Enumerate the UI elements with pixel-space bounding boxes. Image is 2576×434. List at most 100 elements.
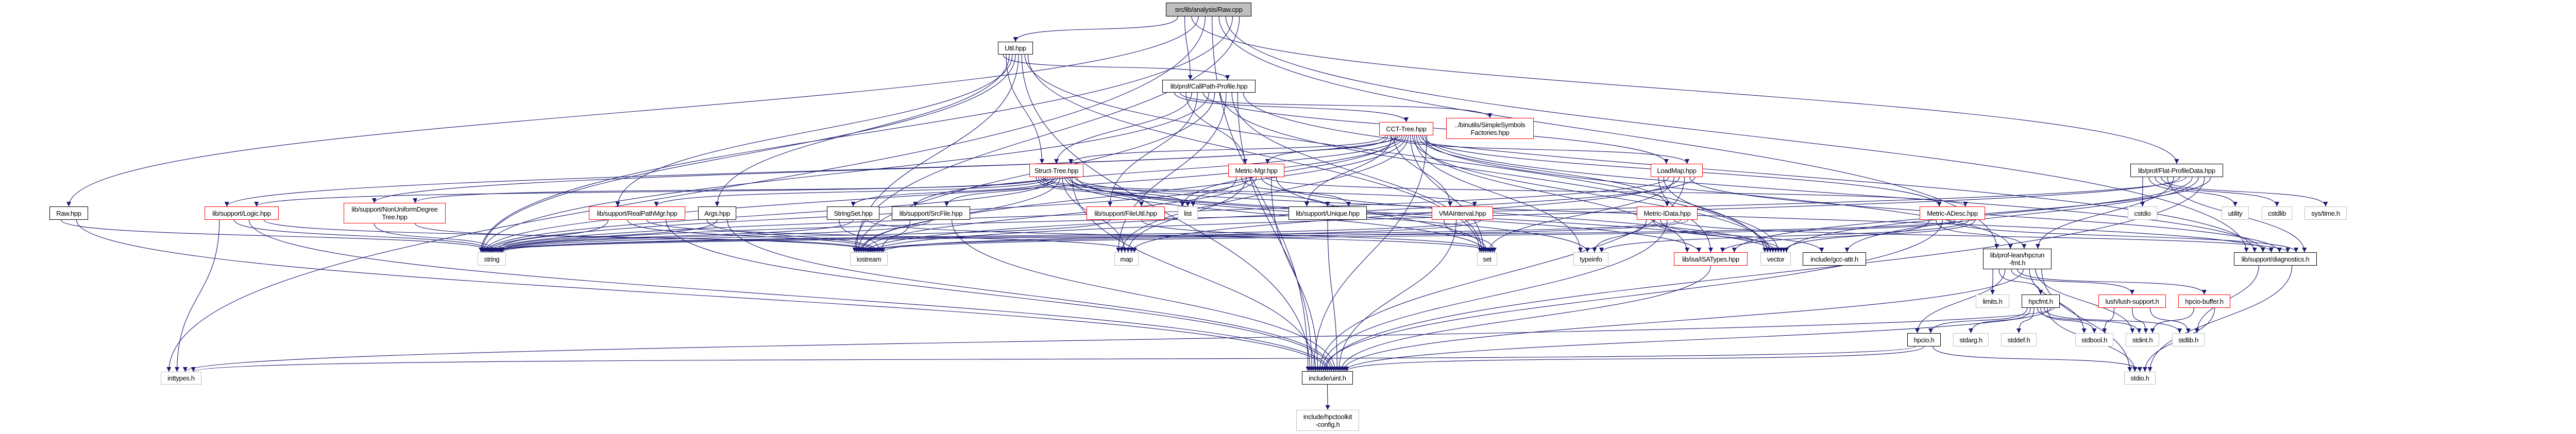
- node-cstdio[interactable]: cstdio: [2128, 206, 2157, 220]
- edge-util-to-vector: [1024, 54, 1767, 253]
- edge-args-to-uint: [727, 219, 1336, 372]
- edge-vma-to-uint: [1336, 219, 1457, 372]
- edge-struct-to-stringset: [851, 177, 1056, 207]
- node-string[interactable]: string: [478, 252, 506, 266]
- node-inttypes[interactable]: inttypes.h: [161, 372, 201, 385]
- node-vma[interactable]: VMAInterval.hpp: [1432, 206, 1493, 220]
- node-hpcconfig[interactable]: include/hpctoolkit -config.h: [1296, 410, 1359, 431]
- edge-cct-to-set: [1410, 135, 1486, 253]
- edge-lush-to-stdbool: [2102, 307, 2115, 334]
- edge-util-to-args: [715, 54, 1010, 207]
- edge-realpath-to-string: [494, 219, 608, 253]
- edge-madesc-to-string: [488, 219, 1956, 253]
- edge-raw_cpp-to-util: [1013, 16, 1178, 42]
- node-list[interactable]: list: [1178, 206, 1198, 220]
- edge-hpcio-to-inttypes: [191, 346, 1916, 372]
- edge-util-to-uint: [1021, 54, 1313, 372]
- node-flat[interactable]: lib/prof/Flat-ProfileData.hpp: [2130, 164, 2223, 177]
- node-callpath[interactable]: lib/prof/CallPath-Profile.hpp: [1162, 80, 1256, 93]
- edge-hpcrunfmt-to-stdint: [2035, 269, 2135, 334]
- node-hpcrunfmt[interactable]: lib/prof-lean/hpcrun -fmt.h: [1983, 249, 2052, 269]
- node-map[interactable]: map: [1114, 252, 1139, 266]
- edge-loadmap-to-vector: [1663, 177, 1781, 253]
- edge-hpciobuf-to-stdint: [2150, 307, 2194, 334]
- node-madesc[interactable]: Metric-ADesc.hpp: [1920, 206, 1985, 220]
- edge-util-to-string: [480, 54, 1016, 253]
- node-hpcfmt[interactable]: hpcfmt.h: [2022, 294, 2060, 308]
- edge-midata-to-vector: [1653, 219, 1784, 253]
- edge-cct-to-typeinfo: [1414, 135, 1583, 253]
- node-lush[interactable]: lush/lush-support.h: [2098, 294, 2166, 308]
- node-gccattr[interactable]: include/gcc-attr.h: [1803, 252, 1866, 266]
- edge-vma-to-set: [1444, 219, 1497, 253]
- edge-vma-to-string: [500, 219, 1469, 253]
- edge-hpcrunfmt-to-uint: [1341, 269, 2024, 372]
- node-util[interactable]: Util.hpp: [998, 42, 1033, 55]
- edge-logic-to-inttypes: [175, 219, 220, 372]
- edge-stringset-to-string: [497, 219, 854, 253]
- edge-hpcfmt-to-stdarg: [1969, 307, 2031, 334]
- edge-cct-to-struct: [1069, 135, 1386, 164]
- node-cct[interactable]: CCT-Tree.hpp: [1379, 122, 1433, 135]
- node-stringset[interactable]: StringSet.hpp: [827, 206, 879, 220]
- node-fileutil[interactable]: lib/support/FileUtil.hpp: [1087, 206, 1165, 220]
- edge-midata-to-diagnostics: [1673, 219, 2290, 253]
- node-hpciobuf[interactable]: hpcio-buffer.h: [2178, 294, 2230, 308]
- edge-raw_cpp-to-inttypes: [166, 16, 1206, 372]
- edge-callpath-to-vector: [1220, 92, 1770, 253]
- edge-raw_cpp-to-string: [479, 16, 1233, 253]
- node-vector[interactable]: vector: [1760, 252, 1791, 266]
- node-isatypes[interactable]: lib/isa/ISATypes.hpp: [1674, 252, 1748, 266]
- node-unique[interactable]: lib/support/Unique.hpp: [1289, 206, 1367, 220]
- node-utility[interactable]: utility: [2222, 206, 2249, 220]
- node-diagnostics[interactable]: lib/support/diagnostics.h: [2234, 252, 2317, 266]
- edge-rawhpp-to-uint: [76, 219, 1330, 372]
- node-cstdlib[interactable]: cstdlib: [2262, 206, 2292, 220]
- node-loadmap[interactable]: LoadMap.hpp: [1651, 164, 1703, 177]
- node-srcfile[interactable]: lib/support/SrcFile.hpp: [892, 206, 970, 220]
- edge-util-to-callpath: [1003, 54, 1230, 80]
- node-stddef[interactable]: stddef.h: [2001, 333, 2037, 346]
- node-uint[interactable]: include/uint.h: [1302, 371, 1353, 385]
- edge-nonuniform-to-iostream: [415, 223, 877, 253]
- node-set[interactable]: set: [1477, 252, 1497, 266]
- edge-hpcfmt-to-uint: [1343, 307, 2052, 372]
- node-nonuniform[interactable]: lib/support/NonUniformDegree Tree.hpp: [344, 203, 446, 223]
- node-realpath[interactable]: lib/support/RealPathMgr.hpp: [589, 206, 685, 220]
- node-midata[interactable]: Metric-IData.hpp: [1637, 206, 1698, 220]
- edge-flat-to-cstdlib: [2155, 177, 2279, 207]
- node-stdbool[interactable]: stdbool.h: [2075, 333, 2113, 346]
- edge-flat-to-utility: [2148, 177, 2238, 207]
- node-typeinfo[interactable]: typeinfo: [1573, 252, 1608, 266]
- node-stdlib[interactable]: stdlib.h: [2172, 333, 2205, 346]
- edge-vma-to-iostream: [880, 219, 1481, 253]
- node-metricmgr[interactable]: Metric-Mgr.hpp: [1228, 164, 1284, 177]
- node-struct[interactable]: Struct-Tree.hpp: [1029, 164, 1083, 177]
- node-limits[interactable]: limits.h: [1976, 294, 2009, 308]
- edge-hpcfmt-to-stdint: [2037, 307, 2142, 334]
- node-systime[interactable]: sys/time.h: [2304, 206, 2347, 220]
- node-raw-cpp[interactable]: src/lib/analysis/Raw.cpp: [1166, 3, 1251, 16]
- node-stdarg[interactable]: stdarg.h: [1953, 333, 1989, 346]
- edge-srcfile-to-string: [498, 219, 931, 253]
- node-stdio[interactable]: stdio.h: [2124, 372, 2156, 385]
- edge-loadmap-to-set: [1486, 177, 1674, 253]
- edge-callpath-to-metricmgr: [1185, 92, 1248, 164]
- edge-diagnostics-to-stdio: [2147, 265, 2293, 372]
- node-iostream[interactable]: iostream: [850, 252, 888, 266]
- edge-cct-to-uint: [1311, 135, 1428, 372]
- node-stdint[interactable]: stdint.h: [2126, 333, 2159, 346]
- node-hpcio[interactable]: hpcio.h: [1907, 333, 1941, 346]
- node-simplesym[interactable]: ../binutils/SimpleSymbols Factories.hpp: [1446, 118, 1534, 139]
- edge-raw_cpp-to-flat: [1191, 16, 2179, 164]
- edge-realpath-to-map: [646, 219, 1137, 253]
- edge-cct-to-list: [1180, 135, 1397, 207]
- edge-rawhpp-to-string: [60, 219, 496, 253]
- edge-callpath-to-fileutil: [1108, 92, 1198, 207]
- edge-metricmgr-to-unique: [1241, 177, 1351, 207]
- node-rawhpp[interactable]: Raw.hpp: [49, 206, 88, 220]
- node-args[interactable]: Args.hpp: [698, 206, 736, 220]
- edge-midata-to-typeinfo: [1592, 219, 1647, 253]
- edge-madesc-to-iostream: [867, 219, 1963, 253]
- node-logic[interactable]: lib/support/Logic.hpp: [205, 206, 279, 220]
